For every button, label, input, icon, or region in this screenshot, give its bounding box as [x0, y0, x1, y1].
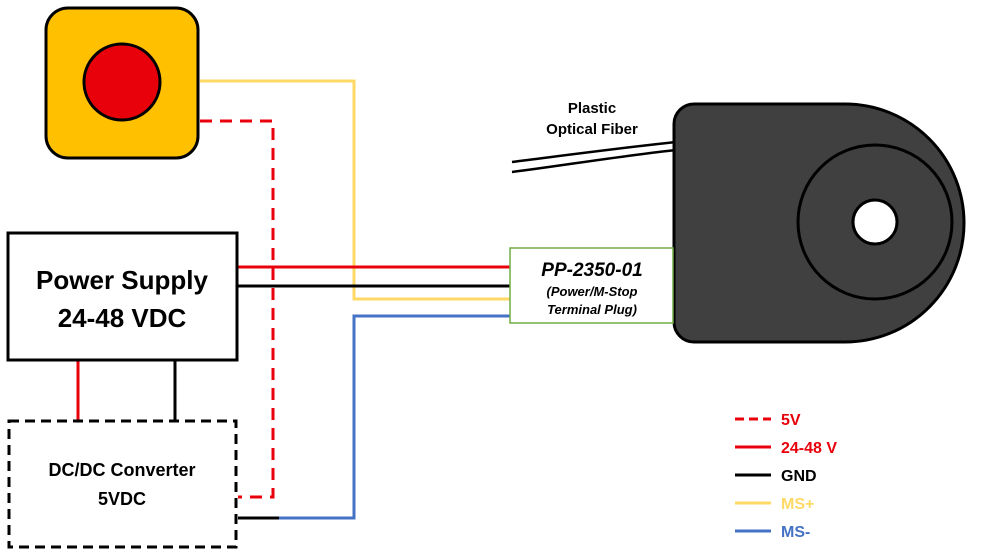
power-supply-box: [6, 231, 239, 362]
terminal-plug-box: [509, 247, 674, 324]
encoder-device: [672, 102, 966, 344]
terminal-plug: PP-2350-01 (Power/M-Stop Terminal Plug): [509, 247, 674, 324]
converter-voltage: 5VDC: [98, 489, 146, 509]
wire-ms-plus: [200, 79, 510, 301]
legend-label-ms-plus: MS+: [781, 496, 814, 513]
legend-label-5v: 5V: [781, 412, 801, 429]
converter-title: DC/DC Converter: [48, 460, 195, 480]
fiber-strand-1: [511, 140, 677, 164]
legend-label-24-48v: 24-48 V: [781, 440, 837, 457]
wires: [76, 79, 510, 520]
legend-label-ms-minus: MS-: [781, 524, 810, 541]
estop-button: [44, 6, 200, 160]
wire-5v: [200, 119, 275, 499]
legend-item-24-48v: 24-48 V: [735, 440, 837, 457]
fiber-strand-2: [511, 148, 677, 174]
legend-item-5v: 5V: [735, 412, 801, 429]
terminal-plug-desc-line1: (Power/M-Stop: [547, 284, 638, 299]
converter-box: [7, 419, 238, 549]
terminal-plug-desc-line2: Terminal Plug): [547, 302, 637, 317]
fiber-label-line2: Optical Fiber: [546, 121, 638, 138]
wire-ms-minus: [278, 314, 510, 520]
power-supply-voltage: 24-48 VDC: [58, 303, 187, 333]
dc-dc-converter: DC/DC Converter 5VDC: [7, 419, 238, 549]
terminal-plug-part-number: PP-2350-01: [541, 260, 642, 281]
legend-label-gnd: GND: [781, 468, 817, 485]
device-hole-icon: [851, 198, 899, 246]
legend: 5V 24-48 V GND MS+ MS-: [735, 412, 837, 541]
estop-red-cap-icon: [82, 42, 162, 122]
fiber-label-line1: Plastic: [568, 100, 616, 117]
optical-fiber: [511, 140, 677, 174]
legend-item-ms-plus: MS+: [735, 496, 814, 513]
power-supply: Power Supply 24-48 VDC: [6, 231, 239, 362]
legend-item-ms-minus: MS-: [735, 524, 810, 541]
legend-item-gnd: GND: [735, 468, 817, 485]
power-supply-title: Power Supply: [36, 265, 208, 295]
